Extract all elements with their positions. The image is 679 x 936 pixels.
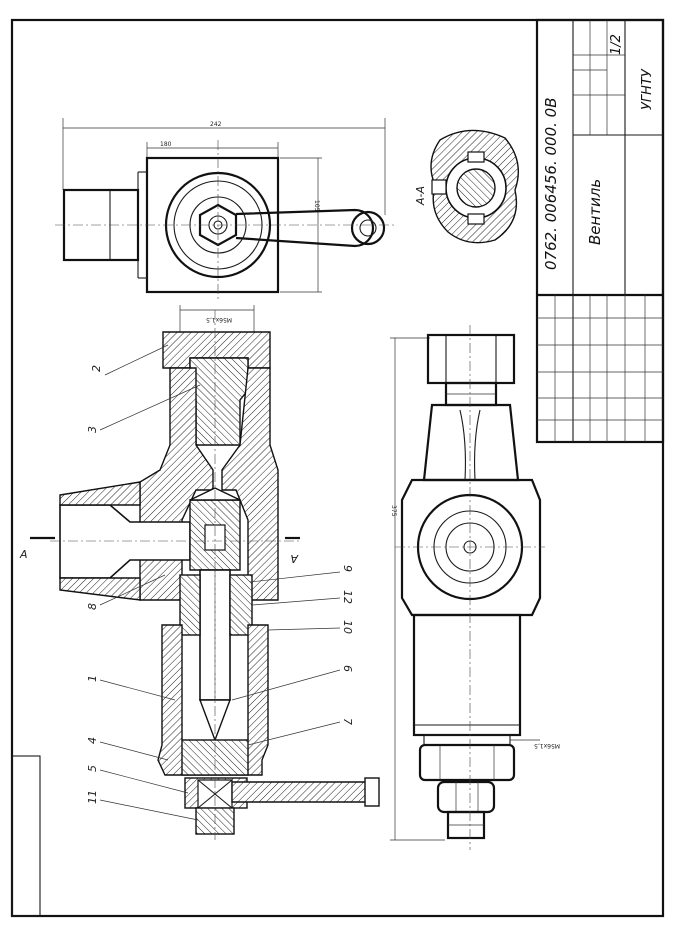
- pos-label-4: 4: [86, 737, 99, 744]
- pos-label-6: 6: [341, 665, 354, 672]
- title-block: 0762. 006456. 000. 0В Вентиль 1/2 УГНТУ: [535, 18, 665, 444]
- drawing-scale: 1/2: [609, 34, 624, 55]
- section-a-a: А-А: [414, 129, 519, 244]
- pos-label-7: 7: [341, 718, 354, 725]
- drawing-title: Вентиль: [586, 179, 604, 245]
- dim-total-height: 375: [390, 505, 397, 517]
- pos-label-8: 8: [86, 603, 99, 610]
- dim-inner-width: 180: [160, 141, 172, 148]
- pos-label-1: 1: [86, 675, 99, 682]
- front-view: 375 M56x1,5: [390, 325, 560, 850]
- drawing-code: 0762. 006456. 000. 0В: [542, 97, 560, 270]
- section-mark-left: А: [19, 548, 28, 561]
- dim-thread-bottom: M56x1,5: [534, 742, 560, 749]
- pos-label-5: 5: [86, 765, 99, 772]
- organization-name: УГНТУ: [640, 68, 655, 110]
- dim-thread-top: M56x1,5: [206, 316, 232, 323]
- section-mark-right: А: [290, 552, 299, 565]
- sheet-frame: [10, 18, 665, 918]
- pos-label-12: 12: [341, 590, 354, 604]
- pos-label-2: 2: [90, 365, 103, 372]
- top-view: 242 180 105: [55, 118, 395, 300]
- pos-label-11: 11: [86, 790, 99, 804]
- dim-overall-width: 242: [210, 121, 222, 128]
- sectional-view: M56x1,5: [19, 305, 380, 840]
- pos-label-9: 9: [341, 565, 354, 572]
- position-labels: 2 3 8 1 4 5 11 9 12 10 6 7: [86, 344, 354, 821]
- pos-label-3: 3: [86, 426, 99, 433]
- pos-label-10: 10: [341, 620, 354, 634]
- dim-height-top: 105: [313, 200, 320, 212]
- section-a-a-label: А-А: [414, 186, 427, 206]
